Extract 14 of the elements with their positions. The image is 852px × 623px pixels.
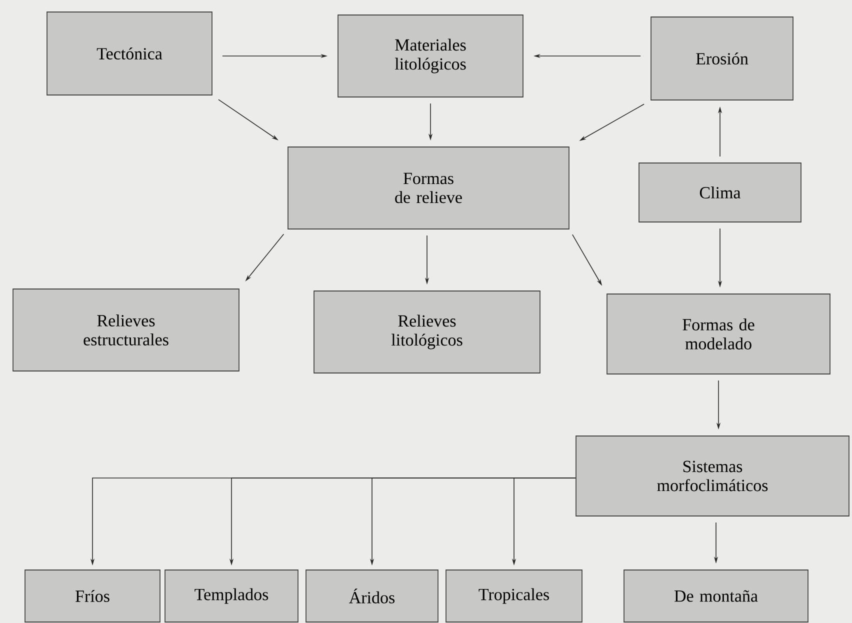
concept-box: De montaña [624,570,808,622]
concept-box: Tectónica [46,12,212,96]
concept-box: Relieves litológicos [314,290,540,374]
concept-box: Erosión [650,16,794,100]
concept-box: Materiales litológicos [338,14,524,98]
concept-box: Clima [638,162,802,222]
concept-box: Tropicales [446,570,582,622]
concept-box: Relieves estructurales [12,288,240,372]
concept-box: Fríos [24,570,160,622]
concept-box: Formas de relieve [288,146,570,230]
concept-box: Áridos [306,570,438,622]
concept-box: Templados [164,570,298,622]
concept-box: Sistemas morfoclimáticos [576,436,850,516]
concept-box: Formas de modelado [606,294,830,374]
